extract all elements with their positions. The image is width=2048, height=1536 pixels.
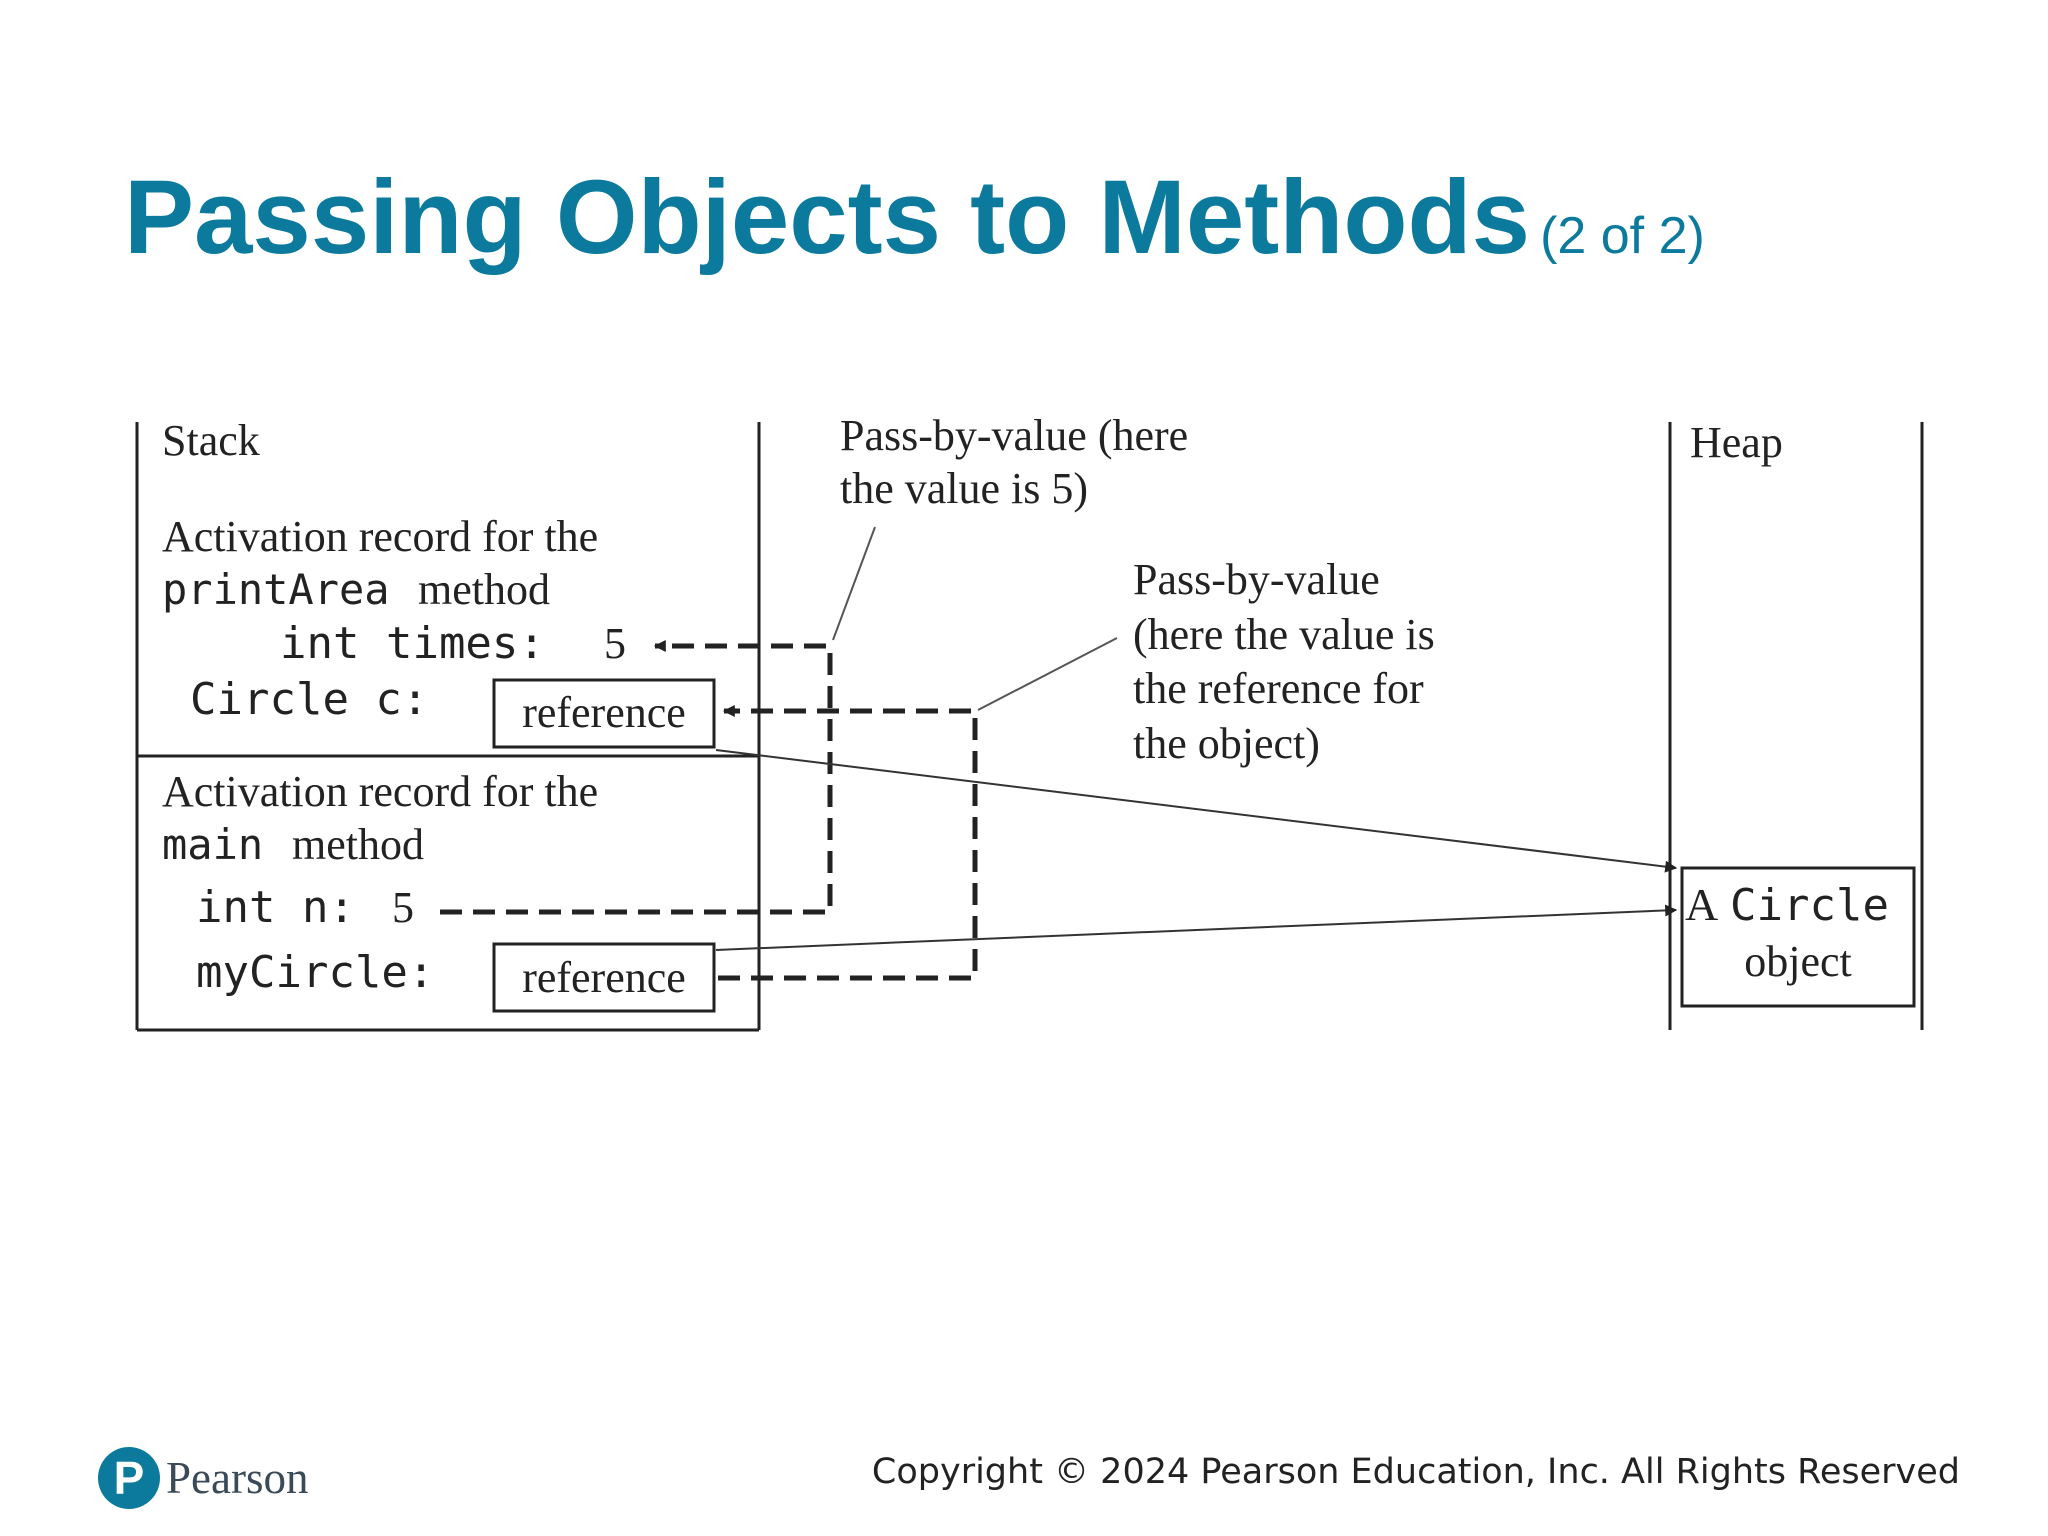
main-activation-record: Activation record for the main method in… [162,767,716,1013]
times-field-value: 5 [604,619,626,668]
reference-callout-line1: Pass-by-value [1133,555,1380,604]
heap-region: Heap [1668,418,1924,1030]
reference-callout: Pass-by-value (here the value is the ref… [1133,555,1435,768]
reference-callout-line4: the object) [1133,719,1320,768]
times-field-label: int times: [280,618,545,669]
circle-object-box [1680,866,1916,1008]
circle-object-class: Circle [1730,880,1889,931]
circle-object: A Circle object [1680,866,1916,1008]
n-field-value: 5 [392,883,414,932]
main-method-word: method [292,820,424,869]
circle-param-reference: reference [522,688,686,737]
main-record-heading: Activation record for the [162,767,598,816]
slide-title-main: Passing Objects to Methods [124,159,1531,276]
reference-callout-leader [977,637,1118,711]
stack-label: Stack [162,416,260,465]
reference-callout-line2: (here the value is [1133,610,1435,659]
copyright-notice: Copyright © 2024 Pearson Education, Inc.… [871,1452,1960,1492]
slide-title: Passing Objects to Methods(2 of 2) [124,158,1705,278]
value-callout: Pass-by-value (here the value is 5) [840,411,1188,513]
heap-label: Heap [1690,418,1783,467]
mycircle-reference-pointer [715,904,1678,951]
n-field-label: int n: [196,882,355,933]
circle-object-article: A [1685,879,1718,930]
print-area-method-name: printArea [162,565,390,614]
print-area-activation-record: Activation record for the printArea meth… [162,512,716,749]
circle-object-word: object [1744,937,1852,986]
value-callout-line2: the value is 5) [840,464,1088,513]
print-area-method-word: method [418,565,550,614]
reference-copy-connector [718,705,978,981]
main-method-name: main [162,820,263,869]
value-copy-connector [440,640,833,915]
mycircle-reference-box [492,942,716,1013]
value-callout-line1: Pass-by-value (here [840,411,1188,460]
print-area-record-heading: Activation record for the [162,512,598,561]
value-callout-leader [832,526,876,641]
pearson-wordmark: Pearson [166,1453,309,1503]
stack-region: Stack [135,416,761,1032]
mycircle-field-label: myCircle: [196,947,434,998]
slide-title-counter: (2 of 2) [1540,207,1705,265]
pearson-logo-icon: P [98,1447,160,1509]
mycircle-reference: reference [522,953,686,1002]
circle-param-label: Circle c: [190,674,428,725]
c-reference-pointer [715,749,1678,873]
reference-callout-line3: the reference for [1133,664,1424,713]
circle-param-reference-box [492,678,716,749]
